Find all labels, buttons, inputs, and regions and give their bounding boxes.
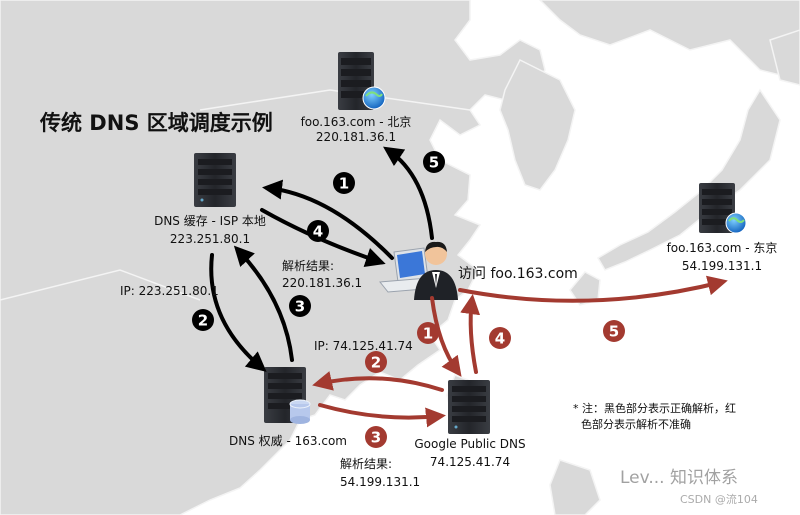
watermark: Lev... 知识体系 CSDN @流104 <box>620 468 758 506</box>
svg-text:2: 2 <box>198 312 208 330</box>
resolve-red-ip: 54.199.131.1 <box>340 475 420 489</box>
server-icon <box>448 380 490 434</box>
korea-peninsula <box>499 58 576 191</box>
resolve-black-ip: 220.181.36.1 <box>282 276 362 290</box>
arrow-b5 <box>383 146 434 240</box>
svg-text:4: 4 <box>313 223 323 241</box>
server-database-icon <box>264 367 311 424</box>
arrow-r1 <box>430 296 462 377</box>
svg-text:5: 5 <box>609 323 619 341</box>
badge-red-3: 3 <box>365 426 387 448</box>
badge-red-2: 2 <box>365 351 387 373</box>
note-line-2: 色部分表示解析不准确 <box>581 417 691 431</box>
note-line-1: * 注：黑色部分表示正确解析，红 <box>573 401 736 415</box>
watermark-text: Lev... 知识体系 <box>620 468 738 488</box>
user-label: 访问 foo.163.com <box>458 266 578 282</box>
svg-text:3: 3 <box>295 298 305 316</box>
beijing-name: foo.163.com - 北京 <box>301 115 412 129</box>
arrow-r3 <box>318 403 446 428</box>
server-google <box>448 380 490 434</box>
resolve-red-title: 解析结果: <box>340 457 392 471</box>
badge-black-1: 1 <box>333 172 355 194</box>
arrow-r5 <box>458 275 728 303</box>
mainland-asia <box>0 0 546 515</box>
diagram-title: 传统 DNS 区域调度示例 <box>39 111 273 135</box>
server-icon <box>194 153 236 207</box>
svg-text:3: 3 <box>371 429 381 447</box>
auth-name: DNS 权威 - 163.com <box>229 434 347 448</box>
svg-text:5: 5 <box>429 154 439 172</box>
beijing-ip: 220.181.36.1 <box>316 130 396 144</box>
svg-text:2: 2 <box>371 354 381 372</box>
tokyo-name: foo.163.com - 东京 <box>667 241 778 255</box>
arrow-r2 <box>312 371 444 392</box>
server-isp <box>194 153 236 207</box>
tokyo-ip: 54.199.131.1 <box>682 259 762 273</box>
server-tokyo <box>699 183 747 234</box>
japan-honshu <box>596 88 781 271</box>
badge-black-2: 2 <box>192 309 214 331</box>
svg-text:1: 1 <box>339 175 349 193</box>
svg-text:4: 4 <box>495 330 505 348</box>
badge-red-1: 1 <box>417 322 439 344</box>
isp-name: DNS 缓存 - ISP 本地 <box>154 214 266 228</box>
ip-google-label: IP: 74.125.41.74 <box>314 339 413 353</box>
watermark-csdn: CSDN @流104 <box>680 492 758 506</box>
server-globe-icon <box>338 52 386 110</box>
resolve-black-title: 解析结果: <box>282 259 334 273</box>
arrow-b2 <box>209 253 267 372</box>
google-name: Google Public DNS <box>414 437 525 451</box>
ip-isp-label: IP: 223.251.80.1 <box>120 284 219 298</box>
badge-black-4: 4 <box>307 220 329 242</box>
arrow-b1 <box>262 179 394 260</box>
server-beijing <box>338 52 386 110</box>
far-east <box>538 0 800 81</box>
badge-black-5: 5 <box>423 151 445 173</box>
google-ip: 74.125.41.74 <box>430 455 510 469</box>
philippines <box>549 459 601 515</box>
isp-ip: 223.251.80.1 <box>170 232 250 246</box>
arrow-b3 <box>233 245 294 362</box>
user-laptop-icon <box>379 241 458 300</box>
japan-hokkaido <box>769 29 800 86</box>
svg-text:1: 1 <box>423 325 433 343</box>
badge-red-5: 5 <box>603 320 625 342</box>
server-globe-icon <box>699 183 747 234</box>
badge-black-3: 3 <box>289 295 311 317</box>
wrong-arrows <box>312 275 728 428</box>
arrow-r4 <box>460 294 481 374</box>
server-auth <box>264 367 311 424</box>
badge-red-4: 4 <box>489 327 511 349</box>
